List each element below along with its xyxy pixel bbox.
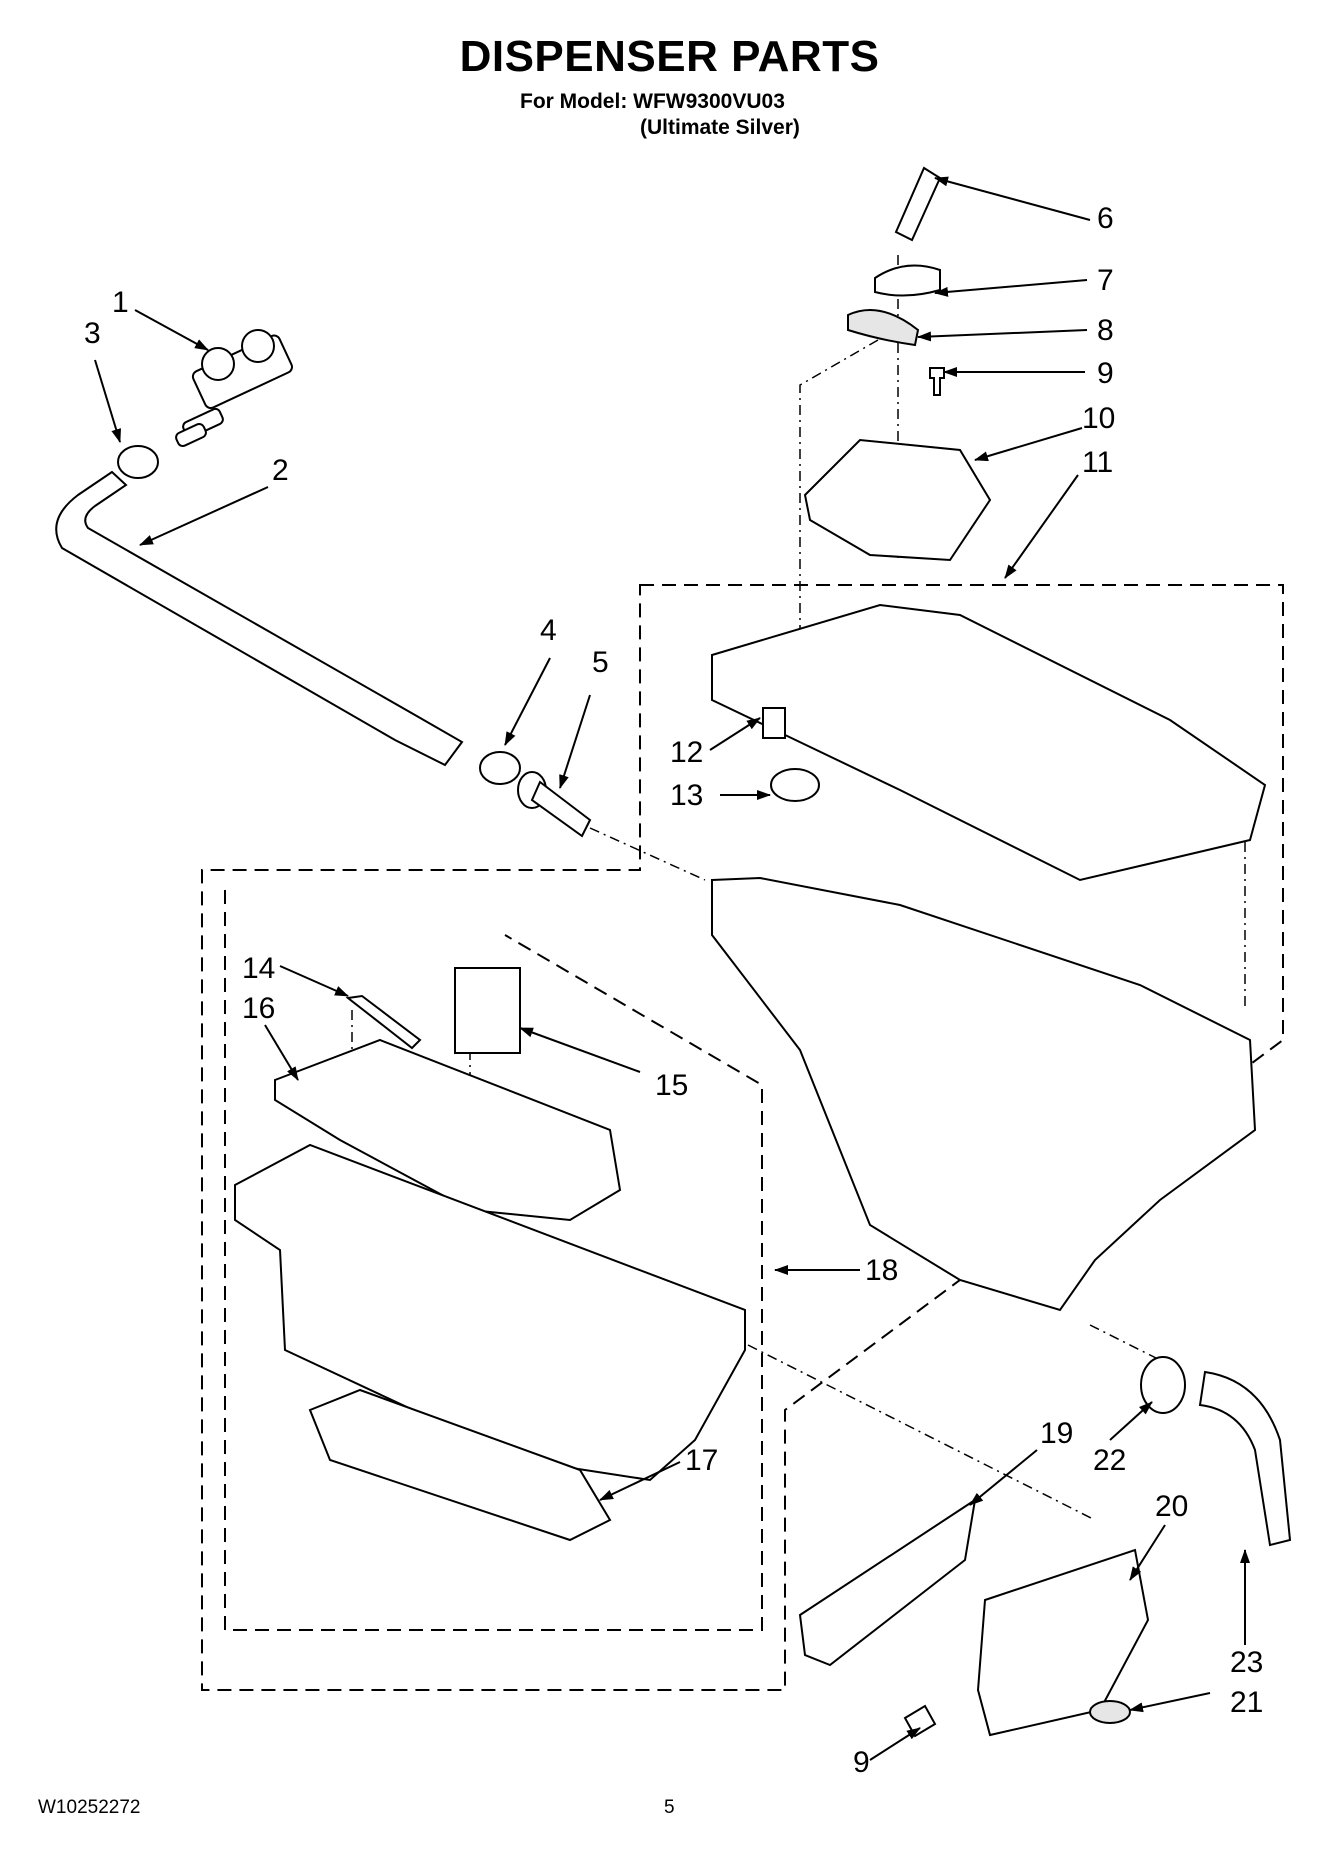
actuator-motor — [803, 438, 992, 562]
color-line: (Ultimate Silver) — [640, 116, 800, 139]
callout-2: 2 — [272, 454, 289, 487]
callout-3: 3 — [84, 317, 101, 350]
group-11-outline — [201, 584, 1284, 1691]
callout-19: 19 — [1040, 1417, 1073, 1450]
knob — [770, 768, 820, 802]
document-number: W10252272 — [38, 1797, 141, 1818]
page-title: DISPENSER PARTS — [459, 32, 880, 81]
page-number: 5 — [664, 1797, 675, 1818]
link-arm — [894, 166, 942, 242]
leader-11 — [1004, 474, 1079, 579]
callout-8: 8 — [1097, 314, 1114, 347]
latch — [345, 994, 422, 1050]
leader-2 — [139, 486, 269, 546]
bellows-hose — [1198, 1370, 1292, 1547]
callout-9-top: 9 — [1097, 357, 1114, 390]
callout-21: 21 — [1230, 1686, 1263, 1719]
callout-5: 5 — [592, 646, 609, 679]
leader-12 — [709, 717, 761, 751]
leader-1 — [134, 309, 209, 351]
align-line-bellows — [1089, 1324, 1161, 1361]
callout-1: 1 — [112, 286, 129, 319]
leader-3 — [94, 359, 121, 443]
leader-6 — [934, 176, 1091, 221]
leader-21 — [1129, 1692, 1211, 1713]
badge — [1089, 1700, 1131, 1724]
callout-18: 18 — [865, 1254, 898, 1287]
callout-22: 22 — [1093, 1444, 1126, 1477]
callout-20: 20 — [1155, 1490, 1188, 1523]
leader-17 — [599, 1461, 681, 1501]
callout-13: 13 — [670, 779, 703, 812]
screw-top — [929, 367, 945, 396]
leader-10 — [974, 427, 1083, 462]
callout-16: 16 — [242, 992, 275, 1025]
leader-19 — [969, 1449, 1038, 1506]
callout-12: 12 — [670, 736, 703, 769]
leader-7 — [934, 279, 1088, 297]
align-line-inlet — [589, 827, 706, 881]
leader-4 — [504, 657, 551, 746]
callout-14: 14 — [242, 952, 275, 985]
callout-10: 10 — [1082, 402, 1115, 435]
callout-11: 11 — [1082, 446, 1113, 479]
align-line-bracket — [799, 339, 879, 640]
drawer-insert — [274, 1038, 622, 1222]
dispenser-housing — [711, 876, 1257, 1312]
mounting-bracket — [798, 1497, 977, 1667]
drawer-body — [234, 1143, 746, 1482]
retainer-plate — [874, 264, 941, 297]
callout-23: 23 — [1230, 1646, 1263, 1679]
drawer-panel — [308, 1388, 612, 1542]
callout-7: 7 — [1097, 264, 1114, 297]
hose-clamp-4 — [479, 751, 521, 785]
screw-bottom — [903, 1704, 937, 1738]
leader-14 — [279, 965, 349, 997]
inlet-nozzle — [517, 771, 592, 838]
group-18-outline — [224, 890, 763, 1631]
leader-5 — [559, 694, 591, 789]
gasket — [847, 309, 920, 347]
clip — [762, 707, 786, 739]
callout-15: 15 — [655, 1069, 688, 1102]
leader-9b — [869, 1727, 921, 1761]
callout-6: 6 — [1097, 202, 1114, 235]
hose-clamp-3 — [117, 445, 159, 479]
leader-16 — [264, 1024, 299, 1081]
leader-22 — [1109, 1401, 1153, 1441]
callout-17: 17 — [685, 1444, 718, 1477]
leader-15 — [519, 1027, 641, 1073]
siphon-cap — [454, 967, 521, 1054]
callout-4: 4 — [540, 614, 557, 647]
water-valve — [175, 329, 293, 448]
callout-9-bottom: 9 — [853, 1746, 870, 1779]
model-line: For Model: WFW9300VU03 — [520, 90, 785, 113]
leader-20 — [1129, 1524, 1166, 1581]
seal-ring — [1140, 1356, 1186, 1414]
leader-8 — [917, 329, 1088, 342]
dispenser-lid — [711, 603, 1267, 882]
inlet-hose — [55, 470, 464, 767]
align-line-drawer — [747, 1344, 1096, 1521]
